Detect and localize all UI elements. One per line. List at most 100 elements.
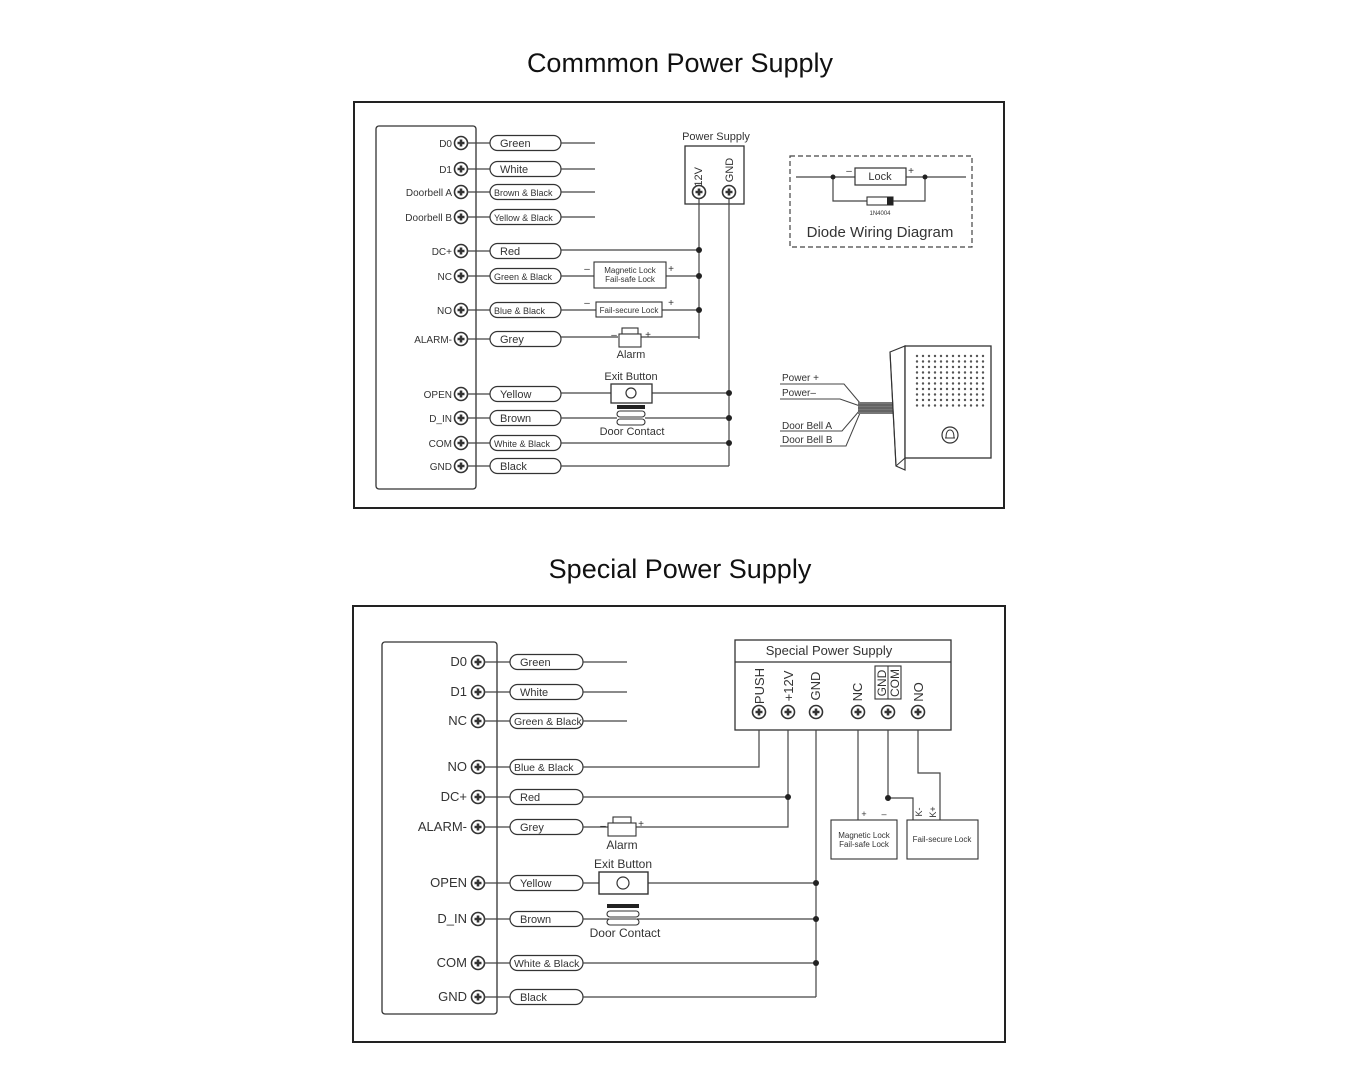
terminal-screw-icon	[453, 331, 469, 347]
svg-text:COM: COM	[888, 669, 902, 697]
psu-gnd-screw-icon	[808, 704, 824, 720]
terminal-screw-icon	[470, 789, 486, 805]
svg-text:–: –	[611, 330, 617, 341]
svg-text:K-: K-	[914, 807, 924, 816]
svg-text:+: +	[645, 330, 651, 341]
terminal-screw-icon	[470, 875, 486, 891]
terminal-row-4: DC+Red	[441, 788, 584, 806]
terminal-label: NO	[437, 306, 452, 317]
alarm-buzzer: – + Alarm	[611, 327, 651, 361]
wire-color-label: Blue & Black	[494, 306, 546, 316]
terminal-row-5: NC Green & Black	[438, 267, 562, 285]
wire-color-tag	[489, 242, 562, 260]
wire-color-label: White & Black	[514, 958, 580, 970]
wire-color-label: Yellow	[500, 389, 531, 401]
terminal-screw-icon	[470, 911, 486, 927]
wire-color-tag	[489, 330, 562, 348]
magnetic-lock-2: Magnetic Lock Fail-safe Lock + –	[830, 809, 898, 860]
wire-color-label: Green	[500, 138, 531, 150]
terminal-screw-icon	[453, 268, 469, 284]
diode-part-label: 1N4004	[869, 211, 891, 217]
common-power-supply-title: Commmon Power Supply	[526, 48, 834, 78]
power-supply-label: Power Supply	[682, 131, 750, 143]
svg-text:GND: GND	[875, 669, 889, 696]
wire-color-label: White	[520, 687, 548, 699]
terminal-screw-icon	[453, 161, 469, 177]
svg-text:–: –	[600, 821, 606, 832]
terminal-screw-icon	[470, 989, 486, 1005]
terminal-label: OPEN	[430, 875, 467, 890]
exit-button-2: Exit Button	[594, 857, 652, 895]
svg-text:NC: NC	[850, 683, 865, 702]
psu-gnd-label: GND	[724, 158, 736, 183]
svg-text:Fail-safe Lock: Fail-safe Lock	[839, 840, 890, 849]
svg-text:Power +: Power +	[782, 373, 819, 384]
svg-text:GND: GND	[808, 672, 823, 701]
terminal-screw-icon	[470, 684, 486, 700]
power-supply: Power Supply +12V GND	[682, 131, 750, 205]
door-contact: Door Contact	[600, 405, 665, 438]
svg-text:–: –	[881, 809, 886, 819]
terminal-label: OPEN	[424, 390, 452, 401]
terminal-row-8: OPEN Yellow	[424, 385, 562, 403]
wire-color-label: Brown	[520, 914, 551, 926]
svg-text:NO: NO	[911, 682, 926, 702]
svg-text:Door Bell A: Door Bell A	[782, 421, 832, 432]
terminal-row-2: NC Green & Black	[448, 712, 627, 730]
fail-secure-lock-2: Fail-secure Lock K- K+	[906, 806, 979, 860]
wire-color-label: Green	[520, 657, 551, 669]
wire-color-label: Green & Black	[494, 272, 553, 282]
terminal-label: ALARM-	[418, 819, 467, 834]
diode-wiring-diagram: Lock – + 1N4004 Diode Wiring Diagram	[789, 155, 973, 248]
terminal-label: D1	[439, 165, 452, 176]
svg-text:–: –	[584, 264, 590, 275]
terminal-label: NC	[438, 272, 452, 283]
terminal-screw-icon	[470, 654, 486, 670]
psu-gnd-screw-icon	[721, 184, 737, 200]
terminal-label: COM	[429, 439, 452, 450]
diode-caption: Diode Wiring Diagram	[807, 224, 954, 241]
door-contact-2: Door Contact	[590, 904, 661, 940]
psu-push-screw-icon	[751, 704, 767, 720]
psu-nc-screw-icon	[850, 704, 866, 720]
svg-text:–: –	[846, 166, 852, 177]
terminal-label: Doorbell A	[406, 188, 452, 199]
terminal-row-6: NO Blue & Black	[437, 301, 562, 319]
psu-12v-screw-icon	[780, 704, 796, 720]
terminal-label: GND	[438, 989, 467, 1004]
common-junctions	[696, 247, 732, 446]
svg-text:Door Bell B: Door Bell B	[782, 435, 833, 446]
terminal-screw-icon	[453, 410, 469, 426]
svg-text:+: +	[668, 264, 674, 275]
terminal-screw-icon	[453, 435, 469, 451]
doorbell: Power + Power– Door Bell A Door Bell B	[780, 345, 992, 471]
wire-color-label: Green & Black	[514, 716, 582, 728]
terminal-row-4: DC+Red	[432, 242, 562, 260]
wire-color-label: Red	[520, 792, 540, 804]
svg-text:Fail-secure Lock: Fail-secure Lock	[600, 306, 660, 315]
terminal-screw-icon	[453, 209, 469, 225]
special-frame	[352, 605, 1006, 1043]
terminal-label: DC+	[432, 247, 452, 258]
terminal-screw-icon	[470, 819, 486, 835]
door-contact-label: Door Contact	[600, 426, 665, 438]
svg-text:+: +	[908, 166, 914, 177]
terminal-screw-icon	[453, 302, 469, 318]
terminal-screw-icon	[470, 759, 486, 775]
special-psu-label: Special Power Supply	[766, 643, 893, 658]
wire-color-label: Grey	[500, 334, 524, 346]
terminal-label: D_IN	[429, 414, 452, 425]
psu-no-screw-icon	[910, 704, 926, 720]
svg-text:Magnetic Lock: Magnetic Lock	[604, 266, 657, 275]
wire-color-label: Brown	[500, 413, 531, 425]
terminal-label: NC	[448, 713, 467, 728]
terminal-row-9: D_IN Brown	[429, 409, 562, 427]
wire-color-label: White	[500, 164, 528, 176]
